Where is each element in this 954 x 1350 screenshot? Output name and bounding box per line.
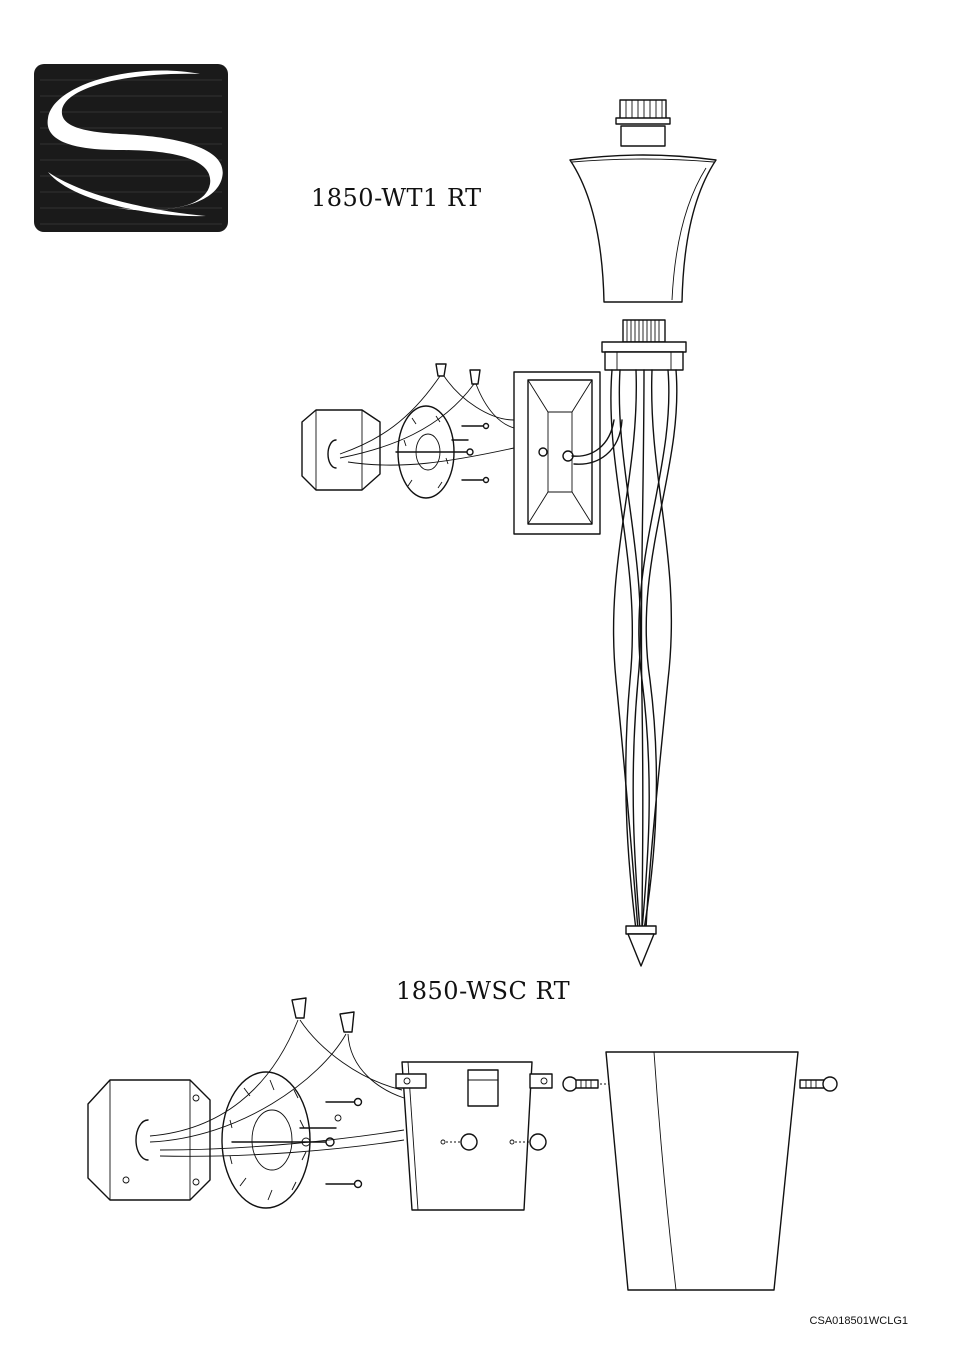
- swirl-s-logo-icon: [34, 64, 228, 232]
- sconce-backplate: [396, 1062, 552, 1210]
- junction-box: [302, 410, 380, 490]
- bottom-tip: [626, 926, 656, 966]
- model-label-wt1: 1850-WT1 RT: [311, 184, 482, 212]
- top-fixture-diagram: [302, 100, 716, 966]
- thumb-screw-icon-right: [800, 1077, 837, 1091]
- threaded-nipple: [623, 320, 665, 342]
- junction-box-lower: [88, 1080, 210, 1200]
- model-label-wsc: 1850-WSC RT: [396, 977, 570, 1005]
- wall-backplate: [514, 372, 622, 534]
- glass-shade: [570, 155, 716, 302]
- wire-nut-icon-lower: [292, 998, 354, 1032]
- wire-nut-icon: [436, 364, 480, 384]
- arm-collar: [602, 342, 686, 370]
- document-code: CSA018501WCLG1: [810, 1315, 908, 1327]
- finial-cap: [616, 100, 670, 146]
- bottom-fixture-diagram: [88, 998, 837, 1290]
- mounting-plate-lower: [222, 1072, 310, 1208]
- sconce-shade: [606, 1052, 798, 1290]
- twisted-rod-arms: [611, 370, 677, 930]
